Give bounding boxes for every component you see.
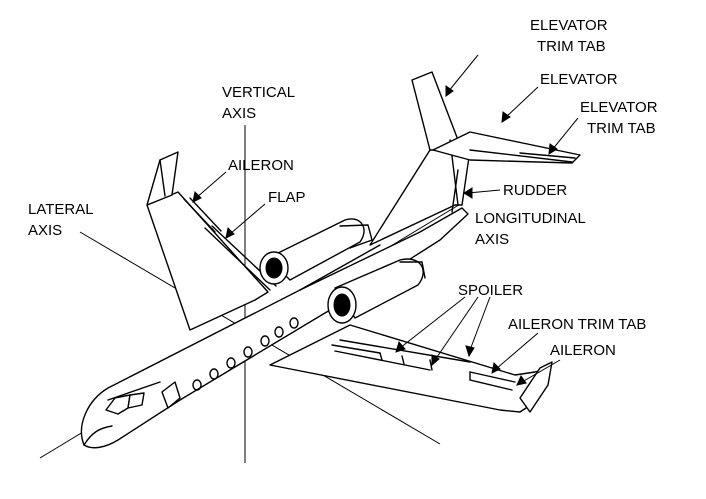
label-elevator: ELEVATOR bbox=[540, 71, 618, 88]
cabin-window bbox=[289, 317, 299, 329]
fuselage bbox=[80, 207, 469, 449]
label-vertical-axis: VERTICAL AXIS bbox=[222, 84, 299, 122]
label-flap: FLAP bbox=[268, 189, 306, 206]
cabin-window bbox=[243, 346, 253, 358]
labels: ELEVATOR TRIM TAB ELEVATOR ELEVATOR TRIM… bbox=[28, 17, 662, 359]
cabin-window bbox=[192, 379, 202, 391]
leader-lines bbox=[192, 54, 579, 386]
engine-left bbox=[259, 218, 373, 285]
engine-right bbox=[327, 258, 426, 324]
cabin-window bbox=[260, 335, 270, 347]
cabin-window bbox=[209, 368, 219, 380]
left-wing bbox=[146, 151, 277, 331]
label-aileron-left: AILERON bbox=[228, 157, 294, 174]
label-spoiler: SPOILER bbox=[458, 282, 523, 299]
label-aileron-right: AILERON bbox=[550, 342, 616, 359]
label-aileron-trim-tab: AILERON TRIM TAB bbox=[508, 316, 646, 333]
tail bbox=[369, 71, 581, 246]
label-rudder: RUDDER bbox=[503, 182, 567, 199]
right-wing bbox=[269, 324, 553, 413]
cabin-window bbox=[274, 326, 284, 338]
label-elevator-trim-tab-top: ELEVATOR TRIM TAB bbox=[530, 17, 612, 55]
label-longitudinal-axis: LONGITUDINAL AXIS bbox=[475, 210, 589, 248]
label-elevator-trim-tab-right: ELEVATOR TRIM TAB bbox=[580, 99, 662, 137]
label-lateral-axis: LATERAL AXIS bbox=[28, 201, 97, 239]
cabin-window bbox=[226, 357, 236, 369]
